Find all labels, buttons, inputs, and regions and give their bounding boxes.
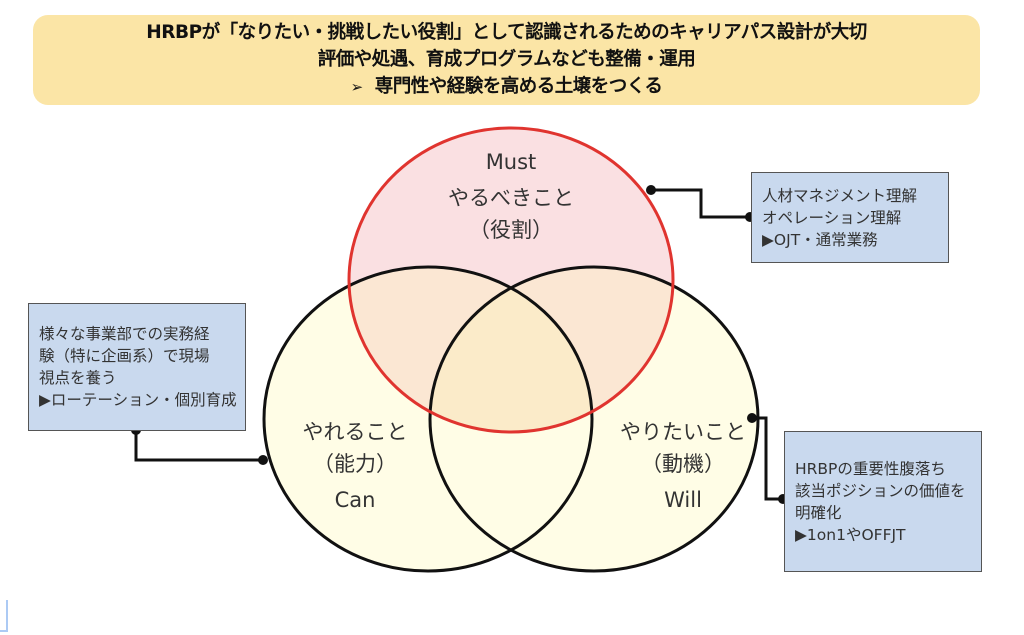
will-callout-line: HRBPの重要性腹落ち	[795, 459, 946, 478]
header-line-2: 評価や処遇、育成プログラムなども整備・運用	[317, 49, 696, 70]
arrow-bullet-icon: ➢	[350, 78, 364, 96]
can-callout-line: 視点を養う	[39, 369, 117, 387]
will-connector	[752, 416, 783, 501]
must-callout-line: オペレーション理解	[762, 208, 902, 227]
center-overlap	[430, 267, 592, 432]
will-label: やりたいこと （動機） Will	[620, 416, 746, 516]
must-connector-dot-start	[646, 185, 656, 195]
will-label-jp: やりたいこと	[620, 420, 746, 444]
will-label-en: Will	[664, 488, 702, 512]
will-callout-box: HRBPの重要性腹落ち 該当ポジションの価値を 明確化 ▶1on1やOFFJT	[784, 431, 982, 572]
header-banner: HRBPが「なりたい・挑戦したい役割」として認識されるためのキャリアパス設計が大…	[33, 15, 980, 105]
selection-corner-mark	[0, 600, 8, 632]
must-label-paren: （役割）	[469, 218, 553, 242]
can-connector	[134, 430, 263, 462]
will-connector-dot-start	[747, 413, 757, 423]
can-label: やれること （能力） Can	[303, 416, 408, 516]
must-label-en: Must	[485, 150, 537, 174]
can-callout-box: 様々な事業部での実務経 験（特に企画系）で現場 視点を養う ▶ローテーション・個…	[28, 303, 246, 431]
must-label-jp: やるべきこと	[448, 186, 574, 210]
will-label-paren: （動機）	[641, 452, 725, 476]
can-callout-line: ▶ローテーション・個別育成	[39, 391, 237, 409]
can-label-paren: （能力）	[313, 452, 397, 476]
header-line-3: ➢ 専門性や経験を高める土壌をつくる	[351, 73, 663, 101]
must-connector	[651, 188, 750, 219]
must-callout-line: 人材マネジメント理解	[762, 186, 918, 205]
can-label-en: Can	[334, 488, 376, 512]
must-callout-line: ▶OJT・通常業務	[762, 230, 878, 249]
can-connector-dot-end	[258, 455, 268, 465]
header-line-3-text: 専門性や経験を高める土壌をつくる	[374, 76, 663, 97]
will-callout-line: 該当ポジションの価値を	[795, 481, 966, 500]
header-line-1: HRBPが「なりたい・挑戦したい役割」として認識されるためのキャリアパス設計が大…	[146, 22, 867, 43]
will-callout-line: ▶1on1やOFFJT	[795, 525, 906, 544]
must-callout-box: 人材マネジメント理解 オペレーション理解 ▶OJT・通常業務	[751, 172, 949, 263]
will-callout-line: 明確化	[795, 503, 842, 522]
must-label: Must やるべきこと （役割）	[448, 146, 574, 246]
can-label-jp: やれること	[302, 420, 408, 444]
must-circle-outline	[347, 126, 675, 434]
can-callout-line: 様々な事業部での実務経	[39, 325, 210, 343]
can-callout-line: 験（特に企画系）で現場	[39, 347, 210, 365]
can-circle-outline	[262, 265, 594, 573]
